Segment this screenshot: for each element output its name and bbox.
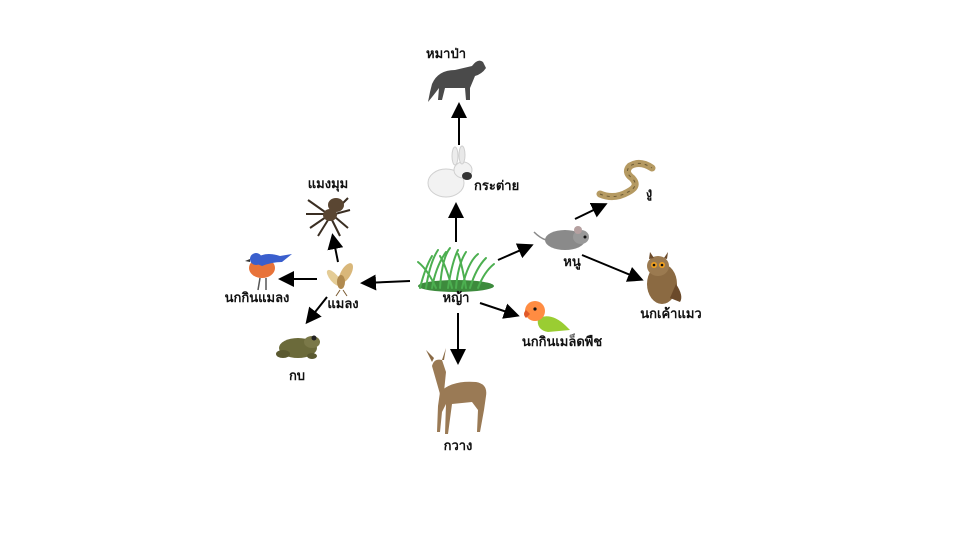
insect-icon <box>326 263 353 297</box>
label-deer: กวาง <box>443 439 473 454</box>
label-grass: หญ้า <box>442 291 470 306</box>
label-owl: นกเค้าแมว <box>640 307 702 322</box>
arrow-insect-frog <box>305 296 328 325</box>
mouse-icon <box>533 226 589 250</box>
label-spider: แมงมุม <box>307 177 349 192</box>
seed-eating-bird-icon <box>524 301 570 332</box>
wolf-icon <box>428 60 486 102</box>
label-insectivorous-bird: นกกินแมลง <box>224 291 290 306</box>
arrow-insect-spider <box>327 233 344 263</box>
label-snake: งู <box>645 186 653 201</box>
spider-icon <box>306 197 351 237</box>
snake-icon <box>596 159 656 201</box>
grass-icon <box>417 247 495 292</box>
deer-icon <box>426 348 487 434</box>
arrow-mouse-snake <box>574 203 608 220</box>
label-wolf: หมาป่า <box>426 47 466 62</box>
arrow-grass-mouse <box>497 243 534 261</box>
label-insect: แมลง <box>327 297 359 312</box>
owl-icon <box>647 252 682 304</box>
label-seed-eating-bird: นกกินเมล็ดพืช <box>521 335 603 350</box>
insectivorous-bird-icon <box>245 253 292 291</box>
label-rabbit: กระต่าย <box>474 179 520 194</box>
label-mouse: หนู <box>563 255 581 270</box>
arrow-grass-seedbird <box>479 302 520 319</box>
arrow-mouse-owl <box>581 254 644 282</box>
arrow-grass-insect <box>360 274 411 291</box>
rabbit-icon <box>427 145 473 198</box>
label-frog: กบ <box>288 369 306 384</box>
frog-icon <box>276 335 320 359</box>
